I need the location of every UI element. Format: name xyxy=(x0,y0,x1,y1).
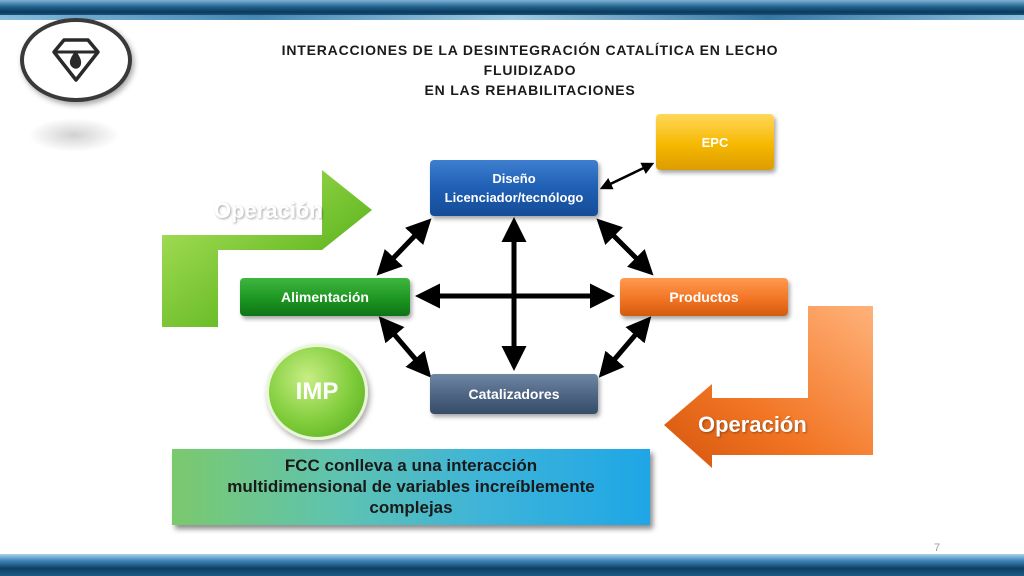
arrow-alimentacion-catalizadores xyxy=(378,316,432,378)
logo-reflection xyxy=(28,118,120,152)
operation-arrow-left xyxy=(162,170,372,327)
imp-badge: IMP xyxy=(266,344,368,440)
note-line-2: multidimensional de variables increíblem… xyxy=(227,477,595,496)
arrow-diseno-epc xyxy=(599,162,655,190)
title-line-3: EN LAS REHABILITACIONES xyxy=(424,82,636,98)
arrow-diseno-productos xyxy=(596,218,654,276)
node-epc: EPC xyxy=(656,114,774,170)
page-number: 7 xyxy=(934,542,941,554)
node-diseno: Diseño Licenciador/tecnólogo xyxy=(430,160,598,216)
summary-note: FCC conlleva a una interacción multidime… xyxy=(172,449,650,525)
company-logo xyxy=(20,18,132,102)
node-diseno-line-2: Licenciador/tecnólogo xyxy=(444,190,584,205)
top-decorative-band xyxy=(0,0,1024,20)
node-alimentacion: Alimentación xyxy=(240,278,410,316)
operation-label-left: Operación xyxy=(214,198,323,223)
arrow-diseno-alimentacion xyxy=(376,218,432,276)
note-line-3: complejas xyxy=(369,498,453,517)
node-productos: Productos xyxy=(620,278,788,316)
diamond-drop-icon xyxy=(52,38,100,82)
title-line-1: INTERACCIONES DE LA DESINTEGRACIÓN CATAL… xyxy=(281,42,779,58)
operation-label-right: Operación xyxy=(698,412,807,437)
arrow-productos-catalizadores xyxy=(598,316,652,378)
operation-arrow-right xyxy=(664,306,873,468)
node-catalizadores: Catalizadores xyxy=(430,374,598,414)
note-line-1: FCC conlleva a una interacción xyxy=(284,456,538,475)
bottom-decorative-band xyxy=(0,554,1024,576)
slide-title: INTERACCIONES DE LA DESINTEGRACIÓN CATAL… xyxy=(240,40,820,100)
title-line-2: FLUIDIZADO xyxy=(483,62,577,78)
node-diseno-line-1: Diseño xyxy=(492,171,536,186)
